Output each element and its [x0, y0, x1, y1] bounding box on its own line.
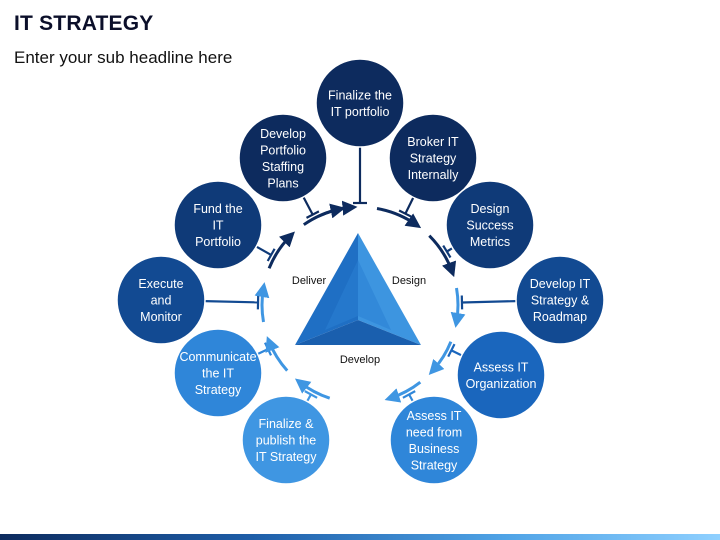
step-node-5: Assess IT Organization: [456, 330, 546, 420]
pyramid-icon: [295, 233, 421, 345]
connector-tick-3: [442, 245, 452, 259]
step-circle: [173, 180, 263, 270]
step-node-4: Develop IT Strategy & Roadmap: [515, 255, 605, 345]
step-label-line: publish the: [256, 434, 317, 448]
cycle-arc-3: [428, 234, 457, 278]
connector-lines: [204, 147, 517, 402]
step-circle: [445, 180, 535, 270]
connector-3: [446, 247, 454, 253]
step-label-line: Metrics: [470, 235, 510, 249]
cycle-ring: [254, 200, 466, 403]
cycle-arc-7: [294, 378, 331, 400]
step-node-8: Communicate the IT Strategy: [173, 328, 263, 418]
connector-8: [257, 348, 269, 355]
step-circle: [388, 113, 478, 203]
cycle-arc-11: [302, 203, 346, 226]
cycle-arc-9: [254, 282, 270, 323]
step-circle: [456, 330, 546, 420]
step-label-line: Execute: [138, 277, 183, 291]
page-title: IT STRATEGY: [14, 12, 154, 35]
step-label-line: Portfolio: [260, 143, 306, 157]
step-node-1: Finalize the IT portfolio: [315, 58, 405, 148]
step-label-line: Organization: [466, 377, 537, 391]
center-label-design: Design: [392, 275, 426, 287]
cycle-arc-2: [376, 207, 422, 229]
page-subtitle: Enter your sub headline here: [14, 48, 233, 67]
cycle-arc-6: [384, 381, 422, 403]
cycle-arc-4: [450, 287, 466, 328]
step-label-line: Portfolio: [195, 235, 241, 249]
step-label-line: Strategy: [411, 458, 458, 472]
step-label-line: Strategy: [195, 383, 242, 397]
step-label-line: Strategy: [410, 152, 457, 166]
step-label-line: IT portfolio: [331, 105, 390, 119]
step-circle: [116, 255, 206, 345]
connector-9: [204, 300, 259, 304]
step-label-line: Design: [471, 202, 510, 216]
step-label-line: the IT: [202, 367, 234, 381]
step-circle: [173, 328, 263, 418]
step-circle: [241, 395, 331, 485]
connector-5: [450, 349, 463, 357]
step-label-line: Internally: [408, 168, 459, 182]
footer-accent-bar: [0, 534, 720, 540]
connector-tick-10: [266, 248, 276, 262]
step-label-line: IT: [212, 219, 223, 233]
connector-tick-6: [402, 390, 416, 399]
connector-2: [404, 196, 415, 215]
step-label-line: Strategy &: [531, 294, 590, 308]
step-label-line: Finalize the: [328, 88, 392, 102]
connector-11: [302, 196, 314, 216]
step-label-line: Develop: [260, 127, 306, 141]
center-label-deliver: Deliver: [292, 275, 327, 287]
step-node-7: Finalize & publish the IT Strategy: [241, 395, 331, 485]
connector-tick-11: [305, 210, 320, 219]
connector-4: [461, 300, 517, 304]
step-label-line: Monitor: [140, 310, 182, 324]
connector-7: [306, 393, 312, 402]
step-label-line: IT Strategy: [256, 450, 318, 464]
step-circle: [315, 58, 405, 148]
step-label-line: Assess IT: [474, 360, 529, 374]
center-label-develop: Develop: [340, 354, 380, 366]
cycle-arc-8: [265, 336, 289, 372]
cycle-arc-10: [267, 231, 295, 269]
step-label-line: need from: [406, 425, 462, 439]
step-label-line: Plans: [267, 176, 298, 190]
step-label-line: Communicate: [179, 350, 256, 364]
step-circle: [389, 395, 479, 485]
step-circle: [238, 113, 328, 203]
pyramid-inner-highlight: [325, 260, 391, 330]
step-label-line: Roadmap: [533, 310, 587, 324]
step-label-line: Develop IT: [530, 277, 591, 291]
connector-6: [408, 393, 414, 402]
step-label-line: Success: [466, 219, 513, 233]
step-label-line: Assess IT: [407, 409, 462, 423]
pyramid-bottom-face: [295, 320, 421, 345]
connector-10: [255, 245, 272, 256]
connector-tick-5: [447, 343, 456, 358]
step-label-line: and: [151, 294, 172, 308]
step-label-line: Business: [409, 442, 460, 456]
step-circle: [515, 255, 605, 345]
step-label-line: Broker IT: [407, 135, 459, 149]
step-label-line: Staffing: [262, 160, 304, 174]
step-label-line: Finalize &: [259, 417, 315, 431]
step-label-line: Fund the: [193, 202, 242, 216]
cycle-arc-5: [428, 341, 453, 376]
